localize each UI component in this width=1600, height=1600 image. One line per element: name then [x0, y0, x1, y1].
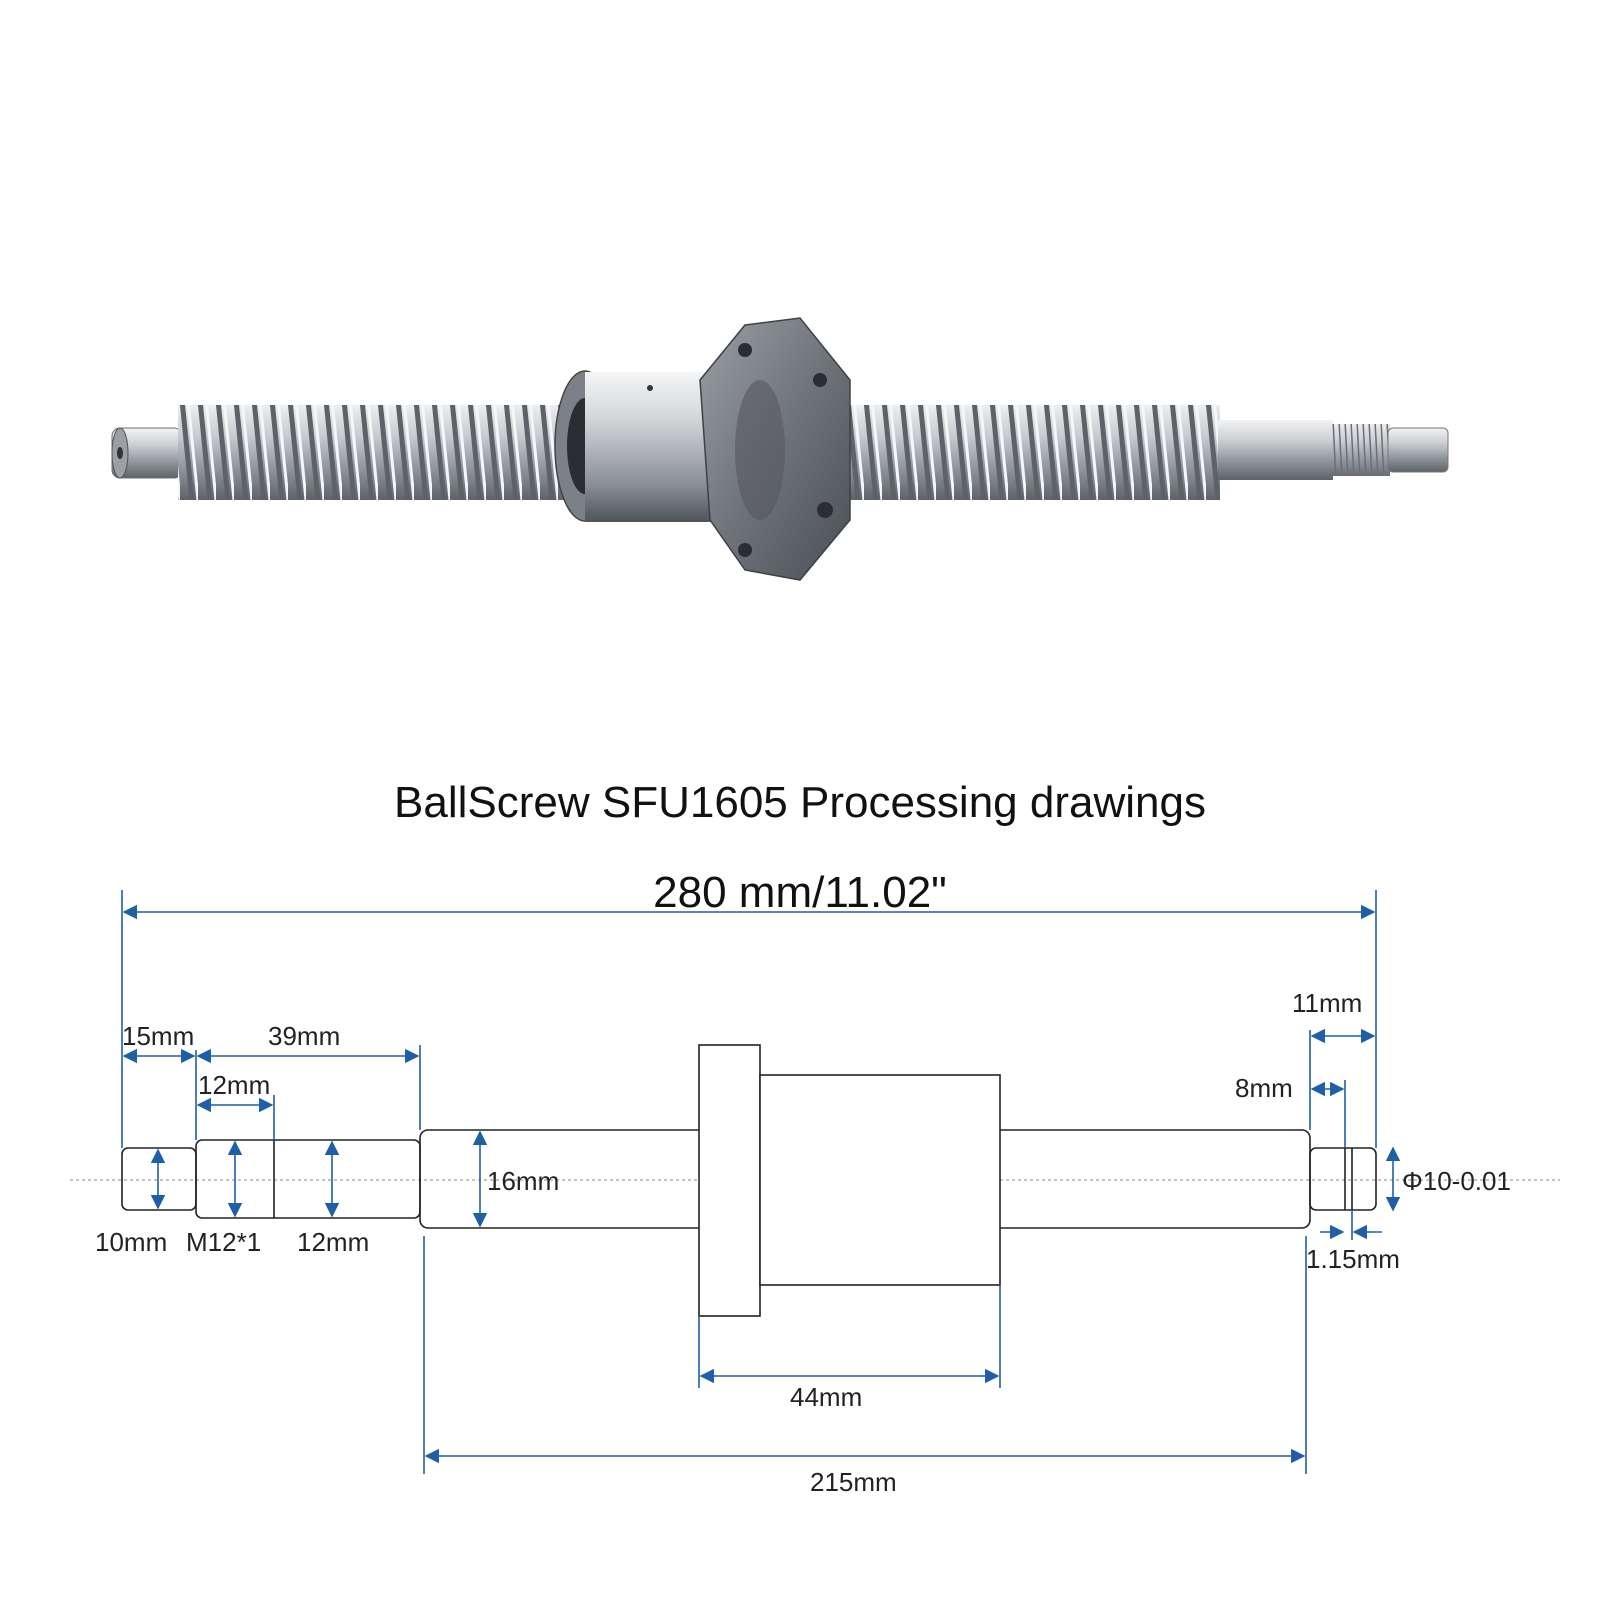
right-thread — [840, 405, 1220, 500]
label-8mm: 8mm — [1235, 1073, 1293, 1103]
dimension-lines — [121, 890, 1401, 1474]
label-12mm-top: 12mm — [198, 1070, 271, 1100]
nut-body-outline — [759, 1074, 1001, 1286]
ballscrew-photo — [111, 317, 1449, 581]
nut-flange — [699, 317, 851, 581]
drawing-title: BallScrew SFU1605 Processing drawings — [394, 778, 1206, 827]
technical-drawing — [70, 890, 1560, 1474]
section-10mm — [121, 1147, 197, 1211]
label-15mm: 15mm — [122, 1021, 195, 1051]
label-10mm: 10mm — [95, 1227, 168, 1257]
label-16mm: 16mm — [487, 1166, 560, 1196]
label-phi10: Φ10-0.01 — [1402, 1166, 1511, 1196]
right-journal — [1218, 420, 1449, 480]
nut-outline — [698, 1044, 1001, 1317]
label-44mm: 44mm — [790, 1382, 863, 1412]
section-m12 — [195, 1139, 421, 1219]
left-journal — [111, 427, 183, 479]
nut-flange-outline — [698, 1044, 761, 1317]
label-m12: M12*1 — [186, 1227, 262, 1257]
section-right-journal — [1309, 1147, 1377, 1211]
label-1-15mm: 1.15mm — [1306, 1244, 1400, 1274]
left-thread — [178, 405, 578, 500]
label-12mm-bottom: 12mm — [297, 1227, 370, 1257]
label-39mm: 39mm — [268, 1021, 341, 1051]
label-215mm: 215mm — [810, 1467, 897, 1497]
label-11mm: 11mm — [1292, 988, 1363, 1018]
